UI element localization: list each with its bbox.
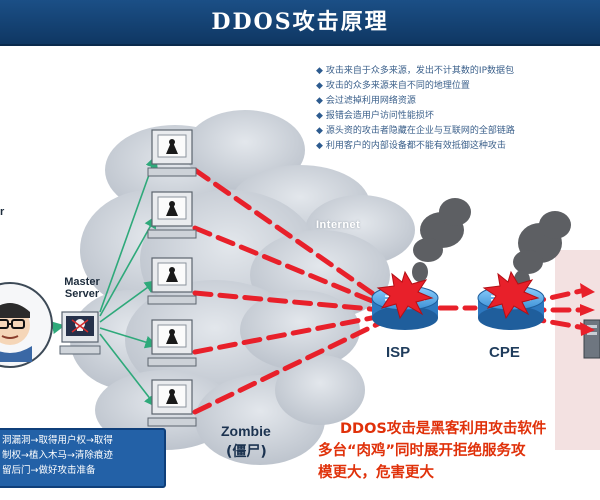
attack-arrows (192, 167, 588, 415)
zombie-computer-1 (147, 129, 197, 177)
smoke-icon (412, 198, 471, 282)
list-item: ◆攻击的众多来源来自不同的地理位置 (316, 81, 470, 91)
zombie-computer-2 (147, 191, 197, 239)
zombie-label: Zombie (221, 423, 271, 439)
list-item: ◆报错会造用户访问性能损坏 (316, 111, 434, 121)
internet-label: Internet (316, 219, 361, 231)
feature-bullet-list: ◆攻击来自于众多来源，发出不计其数的IP数据包 ◆攻击的众多来源来自不同的地理位… (316, 64, 600, 154)
isp-label: ISP (386, 344, 411, 361)
title-bar (0, 0, 600, 46)
control-arrows (39, 154, 159, 408)
list-item: ◆源头资的攻击者隐藏在企业与互联网的全部链路 (316, 126, 515, 136)
zombie-computer-5 (147, 379, 197, 427)
hacker-monitor-icon (59, 311, 101, 355)
explosion-icon (376, 270, 434, 320)
zombie-cn-label: (僵尸) (226, 444, 267, 460)
partial-label: r (0, 206, 5, 218)
ddos-description: DDOS攻击是黑客利用攻击软件 多台“肉鸡”同时展开拒绝服务攻 模更大，危害更大 (318, 421, 547, 481)
page-title: DDOS攻击原理 (211, 9, 389, 35)
list-item: ◆会过滤掉利用网络资源 (316, 96, 416, 106)
hacker-avatar-icon (0, 282, 53, 368)
zombie-computer-4 (147, 319, 197, 367)
list-item: ◆攻击来自于众多来源，发出不计其数的IP数据包 (316, 66, 515, 76)
attack-steps-box: 洞漏洞→取得用户权→取得 制权→植入木马→清除痕迹 留后门→做好攻击准备 (0, 428, 166, 488)
master-server-label: Master Server (64, 276, 100, 300)
cpe-label: CPE (489, 344, 520, 361)
zombie-computer-3 (147, 257, 197, 305)
list-item: ◆利用客户的内部设备都不能有效抵御这种攻击 (316, 141, 506, 151)
explosion-icon (482, 270, 540, 320)
